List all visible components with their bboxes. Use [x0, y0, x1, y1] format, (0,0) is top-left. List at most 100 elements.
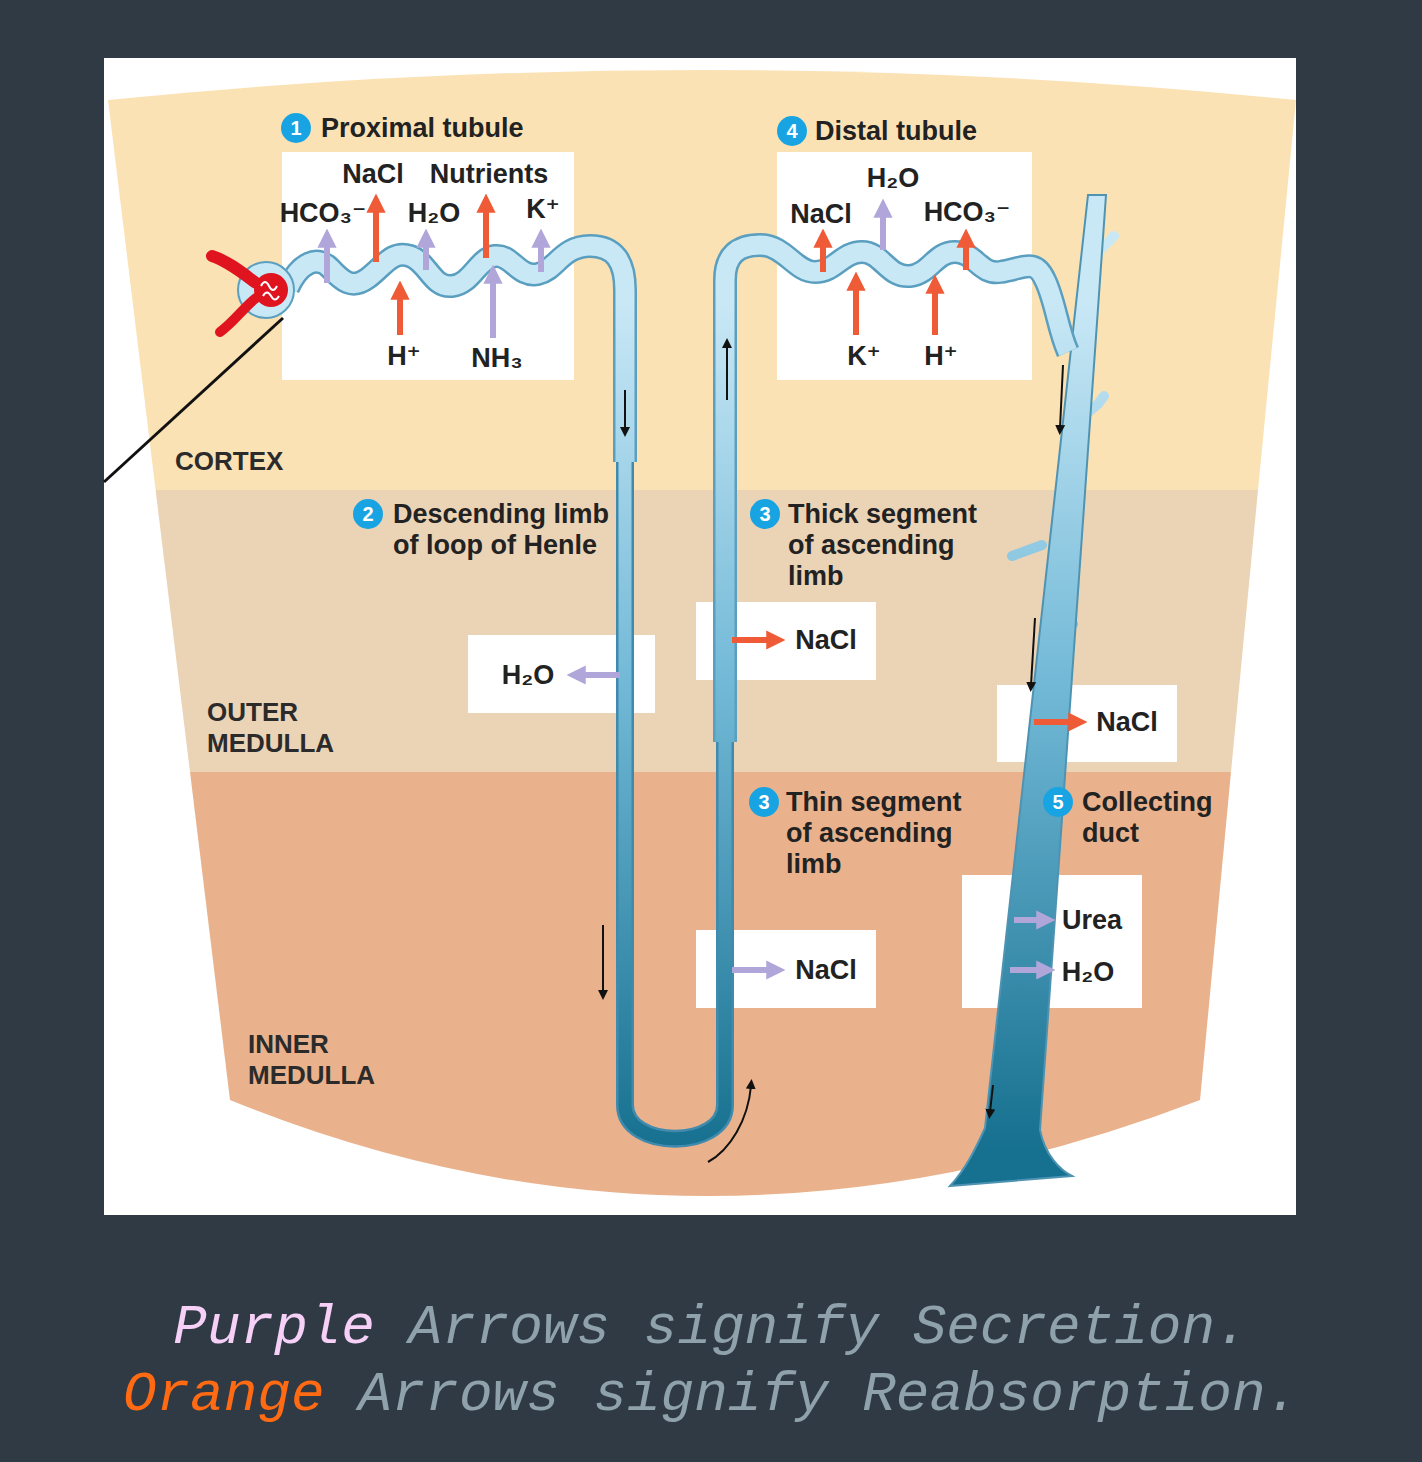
reabsorption-arrows: [963, 242, 969, 270]
segment-heading: Collecting duct: [1082, 787, 1232, 849]
solute-label: NaCl: [342, 161, 404, 188]
transport-box: NaCl: [997, 685, 1177, 762]
flow-arrows: [708, 1086, 751, 1162]
solute-label: NaCl: [790, 201, 852, 228]
zone-label: CORTEX: [175, 446, 335, 477]
legend-swatch: Purple: [173, 1296, 375, 1360]
segment-heading: Thick segment of ascending limb: [788, 499, 988, 592]
solute-label: H₂O: [867, 165, 920, 192]
secretion-arrows: [1010, 967, 1042, 973]
collecting-duct: [1012, 236, 1114, 640]
transport-box: H₂O NaCl HCO₃⁻ K⁺ H⁺: [777, 152, 1032, 380]
legend-text: Arrows signify Secretion.: [409, 1296, 1249, 1360]
tubule: [288, 245, 1068, 1139]
reabsorption-arrows: [853, 285, 859, 335]
tissue-band: OUTER MEDULLAH₂ONaClNaCl: [104, 490, 1296, 772]
transport-box: H₂O: [468, 635, 655, 713]
glomerulus: [212, 256, 294, 332]
reabsorption-arrows: [932, 288, 938, 335]
solute-label: Nutrients: [430, 161, 549, 188]
flow-arrows: [624, 390, 626, 430]
secretion-arrows: [580, 672, 620, 678]
secretion-arrows: [324, 242, 330, 283]
transport-box: NaCl NutrientsHCO₃⁻ H₂O K⁺ H⁺ NH₃: [282, 152, 574, 380]
glomerulus: [238, 262, 294, 318]
callout-number: 5: [1043, 787, 1073, 817]
flow-arrows: [602, 925, 604, 993]
collecting-duct: [950, 195, 1106, 1186]
glomerulus: [220, 298, 256, 332]
flow-arrows: [1031, 618, 1035, 685]
leader-line: [104, 318, 283, 482]
callout-number: 4: [777, 116, 807, 146]
band-fill: [190, 772, 1231, 1196]
solute-label: H₂O: [502, 662, 555, 689]
transport-box: NaCl: [696, 930, 876, 1008]
tubule: [625, 455, 725, 1139]
tubule: [288, 246, 625, 462]
tubule: [288, 246, 625, 462]
transport-box: NaCl: [696, 602, 876, 680]
tubule: [725, 245, 1068, 742]
solute-label: NaCl: [795, 957, 857, 984]
solute-label: K⁺: [847, 343, 881, 370]
flow-arrows: [990, 1085, 993, 1112]
band-fill: [156, 490, 1258, 772]
segment-heading: Distal tubule: [815, 116, 977, 147]
solute-label: HCO₃⁻: [924, 199, 1011, 226]
callout-number: 2: [353, 499, 383, 529]
solute-label: NaCl: [1096, 709, 1158, 736]
solute-label: K⁺: [526, 196, 560, 223]
solute-label: H₂O: [408, 200, 461, 227]
segment-heading: Thin segment of ascending limb: [786, 787, 986, 880]
secretion-arrows: [732, 967, 772, 973]
flow-arrows: [603, 345, 1063, 1162]
collecting-duct: [950, 195, 1114, 1186]
glomerulus: [212, 256, 256, 283]
legend-color-word: Purple: [173, 1296, 375, 1360]
flow-arrows: [1060, 365, 1063, 428]
legend-line: Orange Arrows signify Reabsorption.: [0, 1362, 1422, 1428]
solute-label: HCO₃⁻: [280, 200, 367, 227]
solute-label: H⁺: [387, 343, 421, 370]
secretion-arrows: [327, 212, 1042, 970]
callout-number: 3: [750, 499, 780, 529]
legend-swatch: Orange: [123, 1363, 325, 1427]
reabsorption-arrows: [820, 242, 826, 272]
tubule: [725, 245, 1068, 742]
leader-line: [104, 318, 283, 482]
legend-text: Arrows signify Reabsorption.: [358, 1363, 1299, 1427]
secretion-arrows: [423, 242, 429, 270]
band-fill: [108, 70, 1296, 490]
solute-label: Urea: [1062, 907, 1122, 934]
glomerulus: [254, 273, 288, 307]
legend-line: Purple Arrows signify Secretion.: [0, 1295, 1422, 1361]
solute-label: NaCl: [795, 627, 857, 654]
secretion-arrows: [1014, 917, 1042, 923]
solute-label: H₂O: [1062, 959, 1115, 986]
zone-label: OUTER MEDULLA: [207, 697, 357, 759]
callout-number: 3: [749, 787, 779, 817]
segment-heading: Proximal tubule: [321, 113, 524, 144]
segment-heading: Descending limb of loop of Henle: [393, 499, 613, 561]
secretion-arrows: [880, 212, 886, 250]
legend-color-word: Orange: [123, 1363, 325, 1427]
zone-label: INNER MEDULLA: [248, 1029, 398, 1091]
solute-label: NH₃: [471, 345, 522, 372]
callout-number: 1: [281, 113, 311, 143]
reabsorption-arrows: [483, 207, 489, 258]
reabsorption-arrows: [373, 207, 379, 262]
solute-label: H⁺: [924, 343, 958, 370]
flow-arrows: [726, 345, 728, 400]
tubule: [625, 455, 725, 1139]
reabsorption-arrows: [397, 294, 403, 335]
reabsorption-arrows: [376, 207, 1074, 722]
secretion-arrows: [490, 278, 496, 338]
transport-box: UreaH₂O: [962, 875, 1142, 1008]
reabsorption-arrows: [732, 637, 772, 643]
glomerulus: [261, 282, 279, 300]
secretion-arrows: [538, 242, 544, 272]
